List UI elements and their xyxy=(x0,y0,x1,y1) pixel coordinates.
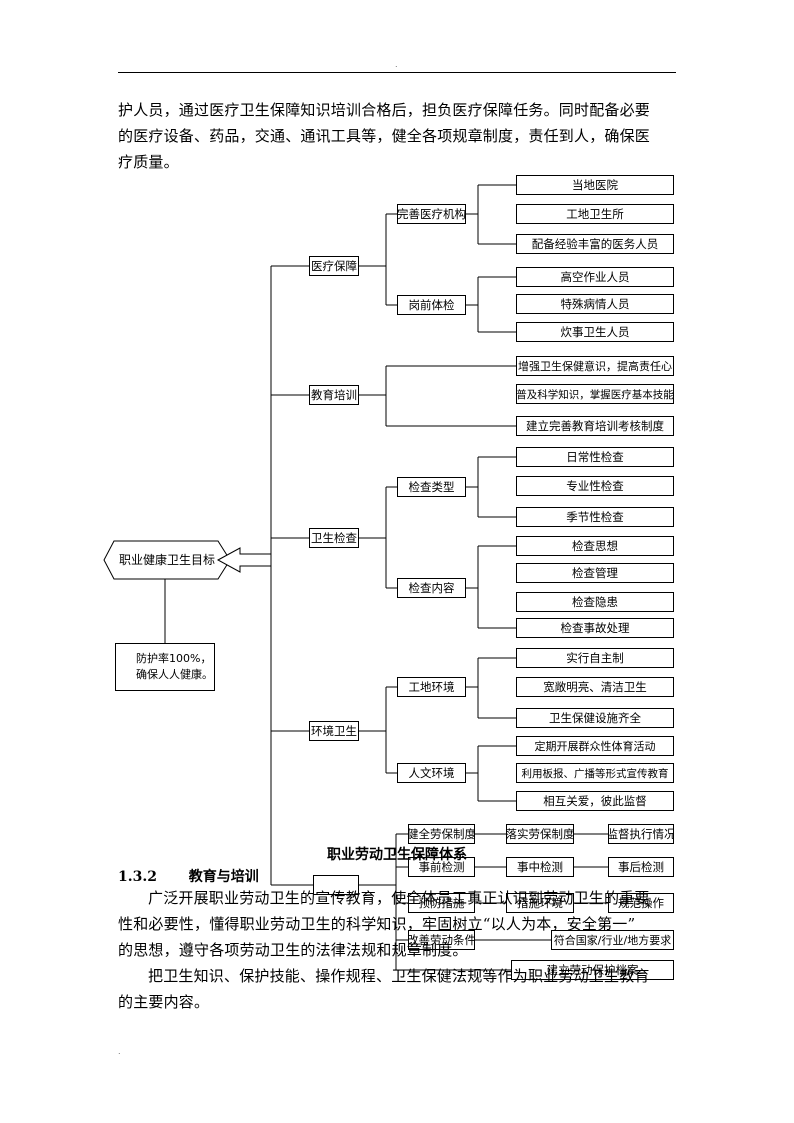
header-rule xyxy=(118,72,676,73)
sub-check-type: 检查类型 xyxy=(397,477,466,497)
body-line: 的主要内容。 xyxy=(118,993,210,1011)
overlap-branch xyxy=(313,875,359,895)
body-line: 性和必要性，懂得职业劳动卫生的科学知识，牢固树立“以人为本，安全第一” xyxy=(118,915,636,933)
leaf-check-accident: 检查事故处理 xyxy=(516,618,674,638)
overlap-r3-b: 措施环境 xyxy=(506,893,574,913)
body-line: 广泛开展职业劳动卫生的宣传教育，使全体员工真正认识到劳动卫生的重要 xyxy=(148,889,650,907)
leaf-broadcast: 利用板报、广播等形式宣传教育 xyxy=(516,763,674,783)
overlap-r1-c: 监督执行情况 xyxy=(608,824,674,844)
overlap-r2-c: 事后检测 xyxy=(608,857,674,877)
overlap-r2-b: 事中检测 xyxy=(506,857,574,877)
root-hexagon-outline xyxy=(103,540,231,580)
leaf-facilities: 卫生保健设施齐全 xyxy=(516,708,674,728)
overlap-r4-a: 改善劳动条件 xyxy=(408,930,475,950)
overlap-r3-a: 预防措施 xyxy=(408,893,475,913)
intro-line: 的医疗设备、药品，交通、通讯工具等，健全各项规章制度，责任到人，确保医 xyxy=(118,127,651,145)
section-title: 教育与培训 xyxy=(188,869,259,885)
sub-check-content: 检查内容 xyxy=(397,578,466,598)
section-heading: 1.3.2 教育与培训 xyxy=(118,866,259,886)
root-label: 职业健康卫生目标 xyxy=(118,553,215,567)
leaf-high-work: 高空作业人员 xyxy=(516,267,674,287)
leaf-experienced-staff: 配备经验丰富的医务人员 xyxy=(516,234,674,254)
leaf-site-clinic: 工地卫生所 xyxy=(516,204,674,224)
root-note: 防护率100%， 确保人人健康。 xyxy=(115,643,215,691)
section-number: 1.3.2 xyxy=(118,869,157,885)
leaf-check-hazard: 检查隐患 xyxy=(516,592,674,612)
sub-institution: 完善医疗机构 xyxy=(397,204,466,224)
leaf-daily-check: 日常性检查 xyxy=(516,447,674,467)
body-line: 把卫生知识、保护技能、操作规程、卫生保健法规等作为职业劳动卫生教育 xyxy=(148,967,650,985)
intro-line: 护人员，通过医疗卫生保障知识培训合格后，担负医疗保障任务。同时配备必要 xyxy=(118,101,651,119)
root-note-line: 防护率100%， xyxy=(136,652,212,665)
branch-medical: 医疗保障 xyxy=(309,256,359,276)
leaf-sports: 定期开展群众性体育活动 xyxy=(516,736,674,756)
overlap-r5-a: 建立劳动保护档案 xyxy=(511,960,674,980)
sub-pre-check: 岗前体检 xyxy=(397,295,466,315)
branch-env: 环境卫生 xyxy=(309,721,359,741)
leaf-check-thought: 检查思想 xyxy=(516,536,674,556)
footer-mark: . xyxy=(118,1047,121,1056)
diagram-caption: 职业劳动卫生保障体系 xyxy=(327,847,467,863)
body-line: 的思想，遵守各项劳动卫生的法律法规和规章制度。 xyxy=(118,941,468,959)
intro-line: 疗质量。 xyxy=(118,153,179,171)
overlap-r1-a: 健全劳保制度 xyxy=(408,824,475,844)
leaf-edu-2: 普及科学知识，掌握医疗基本技能 xyxy=(516,384,674,404)
leaf-pro-check: 专业性检查 xyxy=(516,476,674,496)
leaf-spacious: 宽敞明亮、清洁卫生 xyxy=(516,677,674,697)
leaf-special-disease: 特殊病情人员 xyxy=(516,294,674,314)
branch-edu: 教育培训 xyxy=(309,385,359,405)
overlap-r4-b: 符合国家/行业/地方要求 xyxy=(551,930,674,950)
leaf-edu-1: 增强卫生保健意识，提高责任心 xyxy=(516,356,674,376)
leaf-season-check: 季节性检查 xyxy=(516,507,674,527)
leaf-local-hospital: 当地医院 xyxy=(516,175,674,195)
overlap-r1-b: 落实劳保制度 xyxy=(506,824,574,844)
leaf-edu-3: 建立完善教育培训考核制度 xyxy=(516,416,674,436)
header-mark: . xyxy=(395,60,398,69)
sub-human-env: 人文环境 xyxy=(397,763,466,783)
body-paragraph: 广泛开展职业劳动卫生的宣传教育，使全体员工真正认识到劳动卫生的重要 性和必要性，… xyxy=(118,885,678,1015)
overlap-r3-c: 规范操作 xyxy=(608,893,674,913)
leaf-autonomy: 实行自主制 xyxy=(516,648,674,668)
root-note-line: 确保人人健康。 xyxy=(136,668,213,681)
intro-paragraph: 护人员，通过医疗卫生保障知识培训合格后，担负医疗保障任务。同时配备必要 的医疗设… xyxy=(118,97,678,175)
leaf-care: 相互关爱，彼此监督 xyxy=(516,791,674,811)
sub-site-env: 工地环境 xyxy=(397,677,466,697)
overlap-r2-a: 事前检测 xyxy=(408,857,475,877)
leaf-check-manage: 检查管理 xyxy=(516,563,674,583)
branch-inspect: 卫生检查 xyxy=(309,528,359,548)
leaf-kitchen-staff: 炊事卫生人员 xyxy=(516,322,674,342)
